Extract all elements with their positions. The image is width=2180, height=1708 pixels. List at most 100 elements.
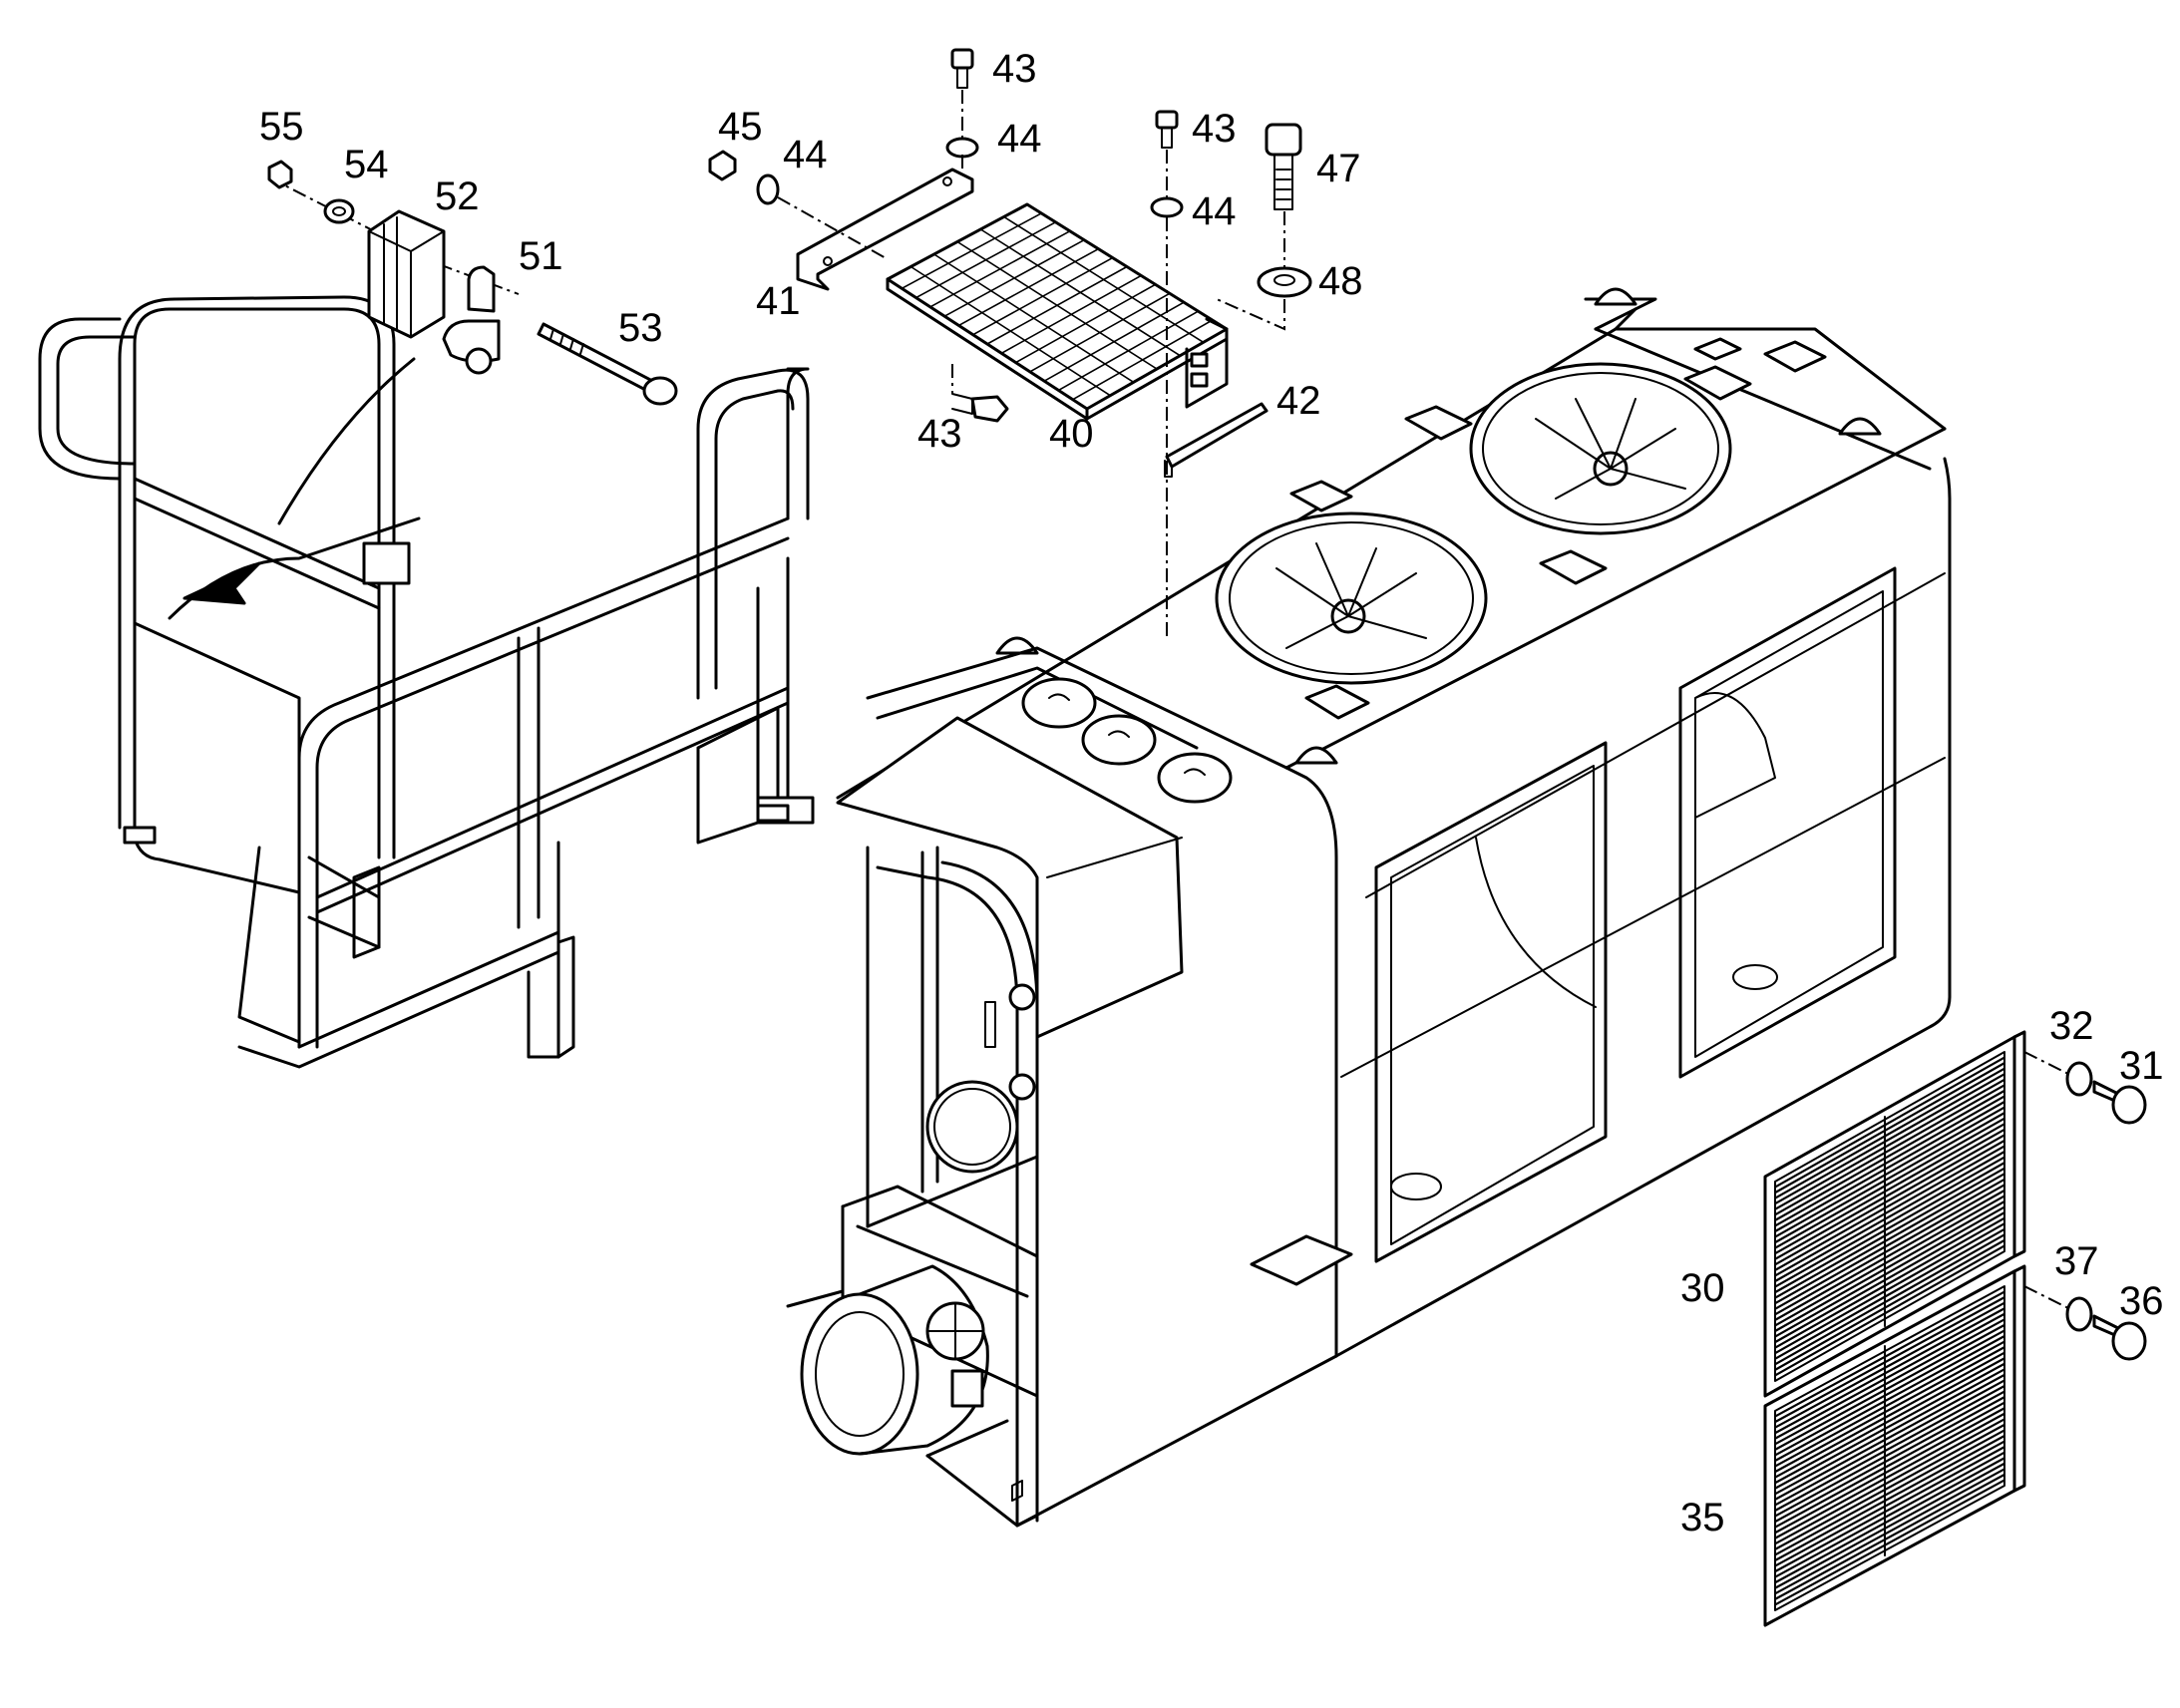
callout-37: 37 (2054, 1239, 2099, 1283)
washer-32 (2065, 1061, 2093, 1097)
pattern-line (1003, 215, 1205, 344)
callout-48: 48 (1318, 259, 1363, 303)
pattern-line (1774, 1323, 2005, 1451)
pattern-line (1774, 1078, 2005, 1210)
pattern-line (1774, 1379, 2005, 1507)
pattern-line (1774, 1335, 2005, 1462)
pattern-line (1774, 1290, 2005, 1418)
bracket-41 (796, 168, 974, 291)
bolt-43-top (950, 48, 974, 70)
pattern-line (1774, 1407, 2005, 1535)
washer-44-left (756, 173, 780, 205)
pattern-line (1774, 1211, 2005, 1344)
platform-fasteners (708, 48, 1312, 638)
cooling-module-housing (786, 287, 1952, 1528)
pattern-line (1774, 1473, 2005, 1600)
callout-53: 53 (618, 306, 663, 350)
pattern-line (1774, 1195, 2005, 1327)
callout-40: 40 (1049, 412, 1094, 456)
grating-grid (901, 212, 1214, 401)
pattern-line (1774, 1189, 2005, 1321)
callout-30: 30 (1680, 1266, 1725, 1310)
callout-31: 31 (2119, 1044, 2164, 1088)
pattern-line (1774, 1101, 2005, 1232)
callout-41: 41 (756, 279, 801, 323)
lower-grille-louvers (1774, 1290, 2005, 1606)
pattern-line (1774, 1222, 2005, 1355)
callout-labels: 55 54 52 51 53 45 44 41 43 44 43 44 47 4… (259, 47, 2164, 1539)
washer-48 (1257, 266, 1312, 298)
washer-54 (323, 198, 355, 224)
pattern-line (1774, 1139, 2005, 1271)
bracket-51 (467, 265, 496, 313)
pattern-line (1774, 1462, 2005, 1589)
callout-36: 36 (2119, 1279, 2164, 1323)
pattern-line (1774, 1357, 2005, 1485)
callout-51: 51 (519, 234, 563, 278)
pattern-line (1774, 1106, 2005, 1238)
pattern-line (933, 253, 1135, 384)
pattern-line (1774, 1423, 2005, 1550)
pattern-line (1774, 1351, 2005, 1479)
pattern-line (1774, 1173, 2005, 1305)
pattern-line (1774, 1479, 2005, 1606)
pattern-line (956, 240, 1158, 370)
pattern-line (1774, 1346, 2005, 1474)
callout-44-middle: 44 (1192, 189, 1237, 233)
callout-43-top: 43 (992, 47, 1037, 91)
pattern-line (1774, 1123, 2005, 1255)
pattern-line (1774, 1244, 2005, 1377)
window-left (1374, 741, 1608, 1263)
handrail-assembly (38, 295, 815, 1069)
rail-42 (1165, 402, 1269, 469)
pattern-line (1774, 1457, 2005, 1584)
lid-2 (1081, 714, 1157, 766)
washer-37 (2065, 1296, 2093, 1332)
washer-44-middle (1150, 196, 1184, 218)
callout-44-left: 44 (783, 133, 828, 176)
grille-fasteners (2023, 1051, 2147, 1361)
pattern-line (1774, 1329, 2005, 1457)
pattern-line (1774, 1205, 2005, 1338)
pattern-line (1774, 1238, 2005, 1371)
lid-3 (1157, 752, 1233, 804)
pattern-line (1774, 1429, 2005, 1556)
pattern-line (1774, 1451, 2005, 1578)
pattern-line (1774, 1117, 2005, 1249)
pattern-line (1774, 1340, 2005, 1468)
pattern-line (1774, 1362, 2005, 1490)
pattern-line (1774, 1073, 2005, 1205)
tank-cover (836, 716, 1184, 1039)
pattern-line (1774, 1373, 2005, 1501)
pattern-line (1774, 1418, 2005, 1545)
callout-44-top: 44 (997, 117, 1042, 161)
pattern-line (1774, 1067, 2005, 1199)
pattern-line (1774, 1446, 2005, 1573)
pattern-line (909, 265, 1111, 397)
pattern-line (1774, 1233, 2005, 1366)
callout-42: 42 (1276, 379, 1321, 423)
pattern-line (1774, 1296, 2005, 1424)
lid-1 (1021, 677, 1097, 729)
bolt-43-middle (1155, 110, 1179, 130)
pattern-line (1774, 1167, 2005, 1299)
callout-55: 55 (259, 105, 304, 149)
pattern-line (1774, 1151, 2005, 1282)
pattern-line (1774, 1056, 2005, 1189)
pattern-line (1774, 1412, 2005, 1539)
pattern-line (1774, 1178, 2005, 1310)
callout-45: 45 (718, 105, 763, 149)
pattern-line (979, 228, 1181, 357)
pattern-line (1774, 1200, 2005, 1332)
pattern-line (1774, 1095, 2005, 1227)
fan-rear (1469, 362, 1732, 535)
pattern-line (1774, 1368, 2005, 1496)
pattern-line (1774, 1184, 2005, 1316)
pattern-line (1774, 1307, 2005, 1435)
window-right (1678, 566, 1897, 1079)
pattern-line (1774, 1062, 2005, 1195)
pattern-line (1774, 1084, 2005, 1216)
pattern-line (1774, 1162, 2005, 1294)
callout-52: 52 (435, 174, 480, 218)
